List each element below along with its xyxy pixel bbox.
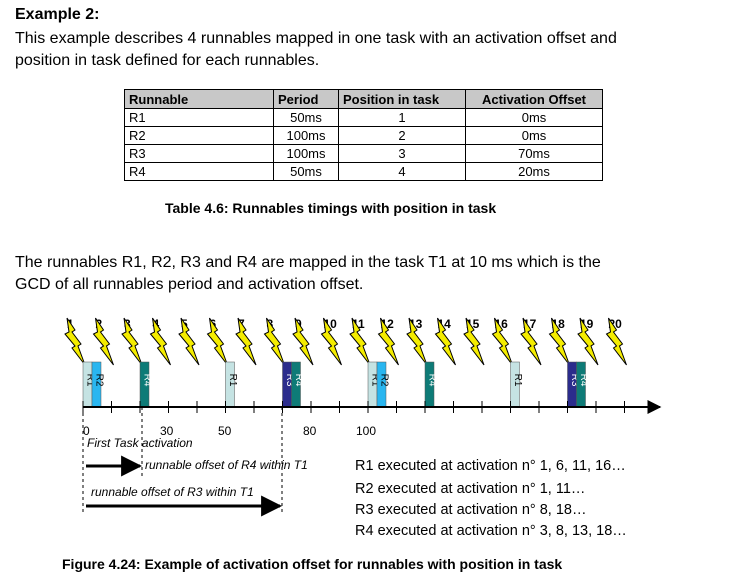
runnable-block-label: R3 bbox=[569, 374, 580, 387]
runnable-block-label: R2 bbox=[94, 374, 105, 387]
cell-runnable: R1 bbox=[124, 108, 274, 127]
lightning-bolt-icon bbox=[121, 317, 143, 366]
cell-runnable: R2 bbox=[124, 126, 274, 145]
cell-runnable: R4 bbox=[124, 162, 274, 181]
runnables-table: Runnable Period Position in task Activat… bbox=[124, 89, 603, 181]
runnable-block-label: R3 bbox=[284, 374, 295, 387]
exec-line-r4: R4 executed at activation n° 3, 8, 13, 1… bbox=[355, 523, 627, 539]
timeline-ticks bbox=[82, 401, 625, 413]
exec-line-r2: R2 executed at activation n° 1, 11… bbox=[355, 481, 586, 497]
lightning-bolt-icon bbox=[463, 317, 485, 366]
header-period: Period bbox=[273, 89, 339, 109]
lightning-bolt-icon bbox=[320, 317, 342, 366]
runnable-block-label: R1 bbox=[370, 374, 381, 387]
lightning-bolt-icon bbox=[577, 317, 599, 366]
lightning-bolt-icon bbox=[520, 317, 542, 366]
lightning-bolt-icon bbox=[605, 317, 627, 366]
cell-offset: 70ms bbox=[465, 144, 603, 163]
first-task-activation-label: First Task activation bbox=[87, 436, 193, 450]
cell-offset: 0ms bbox=[465, 108, 603, 127]
lightning-bolt-icon bbox=[377, 317, 399, 366]
axis-label-100: 100 bbox=[356, 424, 376, 438]
axis-label-0: 0 bbox=[83, 424, 90, 438]
cell-period: 100ms bbox=[273, 144, 339, 163]
cell-period: 50ms bbox=[273, 162, 339, 181]
lightning-bolt-icon bbox=[64, 317, 86, 366]
axis-label-50: 50 bbox=[218, 424, 232, 438]
lightning-bolt-icon bbox=[434, 317, 456, 366]
figure-caption: Figure 4.24: Example of activation offse… bbox=[62, 556, 563, 572]
header-activation-offset: Activation Offset bbox=[465, 89, 603, 109]
table-caption: Table 4.6: Runnables timings with positi… bbox=[165, 200, 497, 216]
cell-offset: 20ms bbox=[465, 162, 603, 181]
intro-paragraph: This example describes 4 runnables mappe… bbox=[15, 28, 715, 72]
runnable-block-label: R4 bbox=[293, 374, 304, 387]
runnable-block-label: R4 bbox=[427, 374, 438, 387]
runnable-block-label: R2 bbox=[379, 374, 390, 387]
cell-position: 1 bbox=[338, 108, 466, 127]
lightning-bolt-icon bbox=[149, 317, 171, 366]
runnable-block-label: R1 bbox=[85, 374, 96, 387]
description-line-2: GCD of all runnables period and activati… bbox=[15, 276, 364, 293]
description-line-1: The runnables R1, R2, R3 and R4 are mapp… bbox=[15, 254, 601, 271]
runnable-block-label: R1 bbox=[227, 374, 238, 387]
cell-period: 50ms bbox=[273, 108, 339, 127]
table-row: R4 50ms 4 20ms bbox=[124, 162, 603, 181]
lightning-bolt-icon bbox=[263, 317, 285, 366]
r4-offset-label: runnable offset of R4 within T1 bbox=[145, 458, 308, 472]
r3-offset-label: runnable offset of R3 within T1 bbox=[91, 485, 254, 499]
cell-offset: 0ms bbox=[465, 126, 603, 145]
example-heading: Example 2: bbox=[15, 6, 100, 23]
cell-position: 2 bbox=[338, 126, 466, 145]
lightning-bolt-icon bbox=[92, 317, 114, 366]
activation-figure: 1234567891011121314151617181920 R1R2R4R1… bbox=[64, 317, 662, 517]
cell-position: 4 bbox=[338, 162, 466, 181]
axis-label-30: 30 bbox=[160, 424, 174, 438]
activation-bolts: 1234567891011121314151617181920 bbox=[64, 317, 627, 366]
table-header-row: Runnable Period Position in task Activat… bbox=[124, 89, 603, 109]
runnable-block-label: R4 bbox=[578, 374, 589, 387]
runnable-block-label: R1 bbox=[512, 374, 523, 387]
cell-runnable: R3 bbox=[124, 144, 274, 163]
cell-period: 100ms bbox=[273, 126, 339, 145]
header-runnable: Runnable bbox=[124, 89, 274, 109]
cell-position: 3 bbox=[338, 144, 466, 163]
lightning-bolt-icon bbox=[206, 317, 228, 366]
runnable-block-label: R4 bbox=[142, 374, 153, 387]
intro-line-1: This example describes 4 runnables mappe… bbox=[15, 30, 617, 47]
axis-label-80: 80 bbox=[303, 424, 317, 438]
exec-line-r1: R1 executed at activation n° 1, 6, 11, 1… bbox=[355, 458, 626, 474]
intro-line-2: position in task defined for each runnab… bbox=[15, 52, 320, 69]
lightning-bolt-icon bbox=[235, 317, 257, 366]
header-position: Position in task bbox=[338, 89, 466, 109]
lightning-bolt-icon bbox=[178, 317, 200, 366]
table-row: R1 50ms 1 0ms bbox=[124, 108, 603, 127]
table-row: R2 100ms 2 0ms bbox=[124, 126, 603, 145]
exec-line-r3: R3 executed at activation n° 8, 18… bbox=[355, 502, 587, 518]
table-row: R3 100ms 3 70ms bbox=[124, 144, 603, 163]
lightning-bolt-icon bbox=[292, 317, 314, 366]
description-paragraph: The runnables R1, R2, R3 and R4 are mapp… bbox=[15, 252, 715, 296]
